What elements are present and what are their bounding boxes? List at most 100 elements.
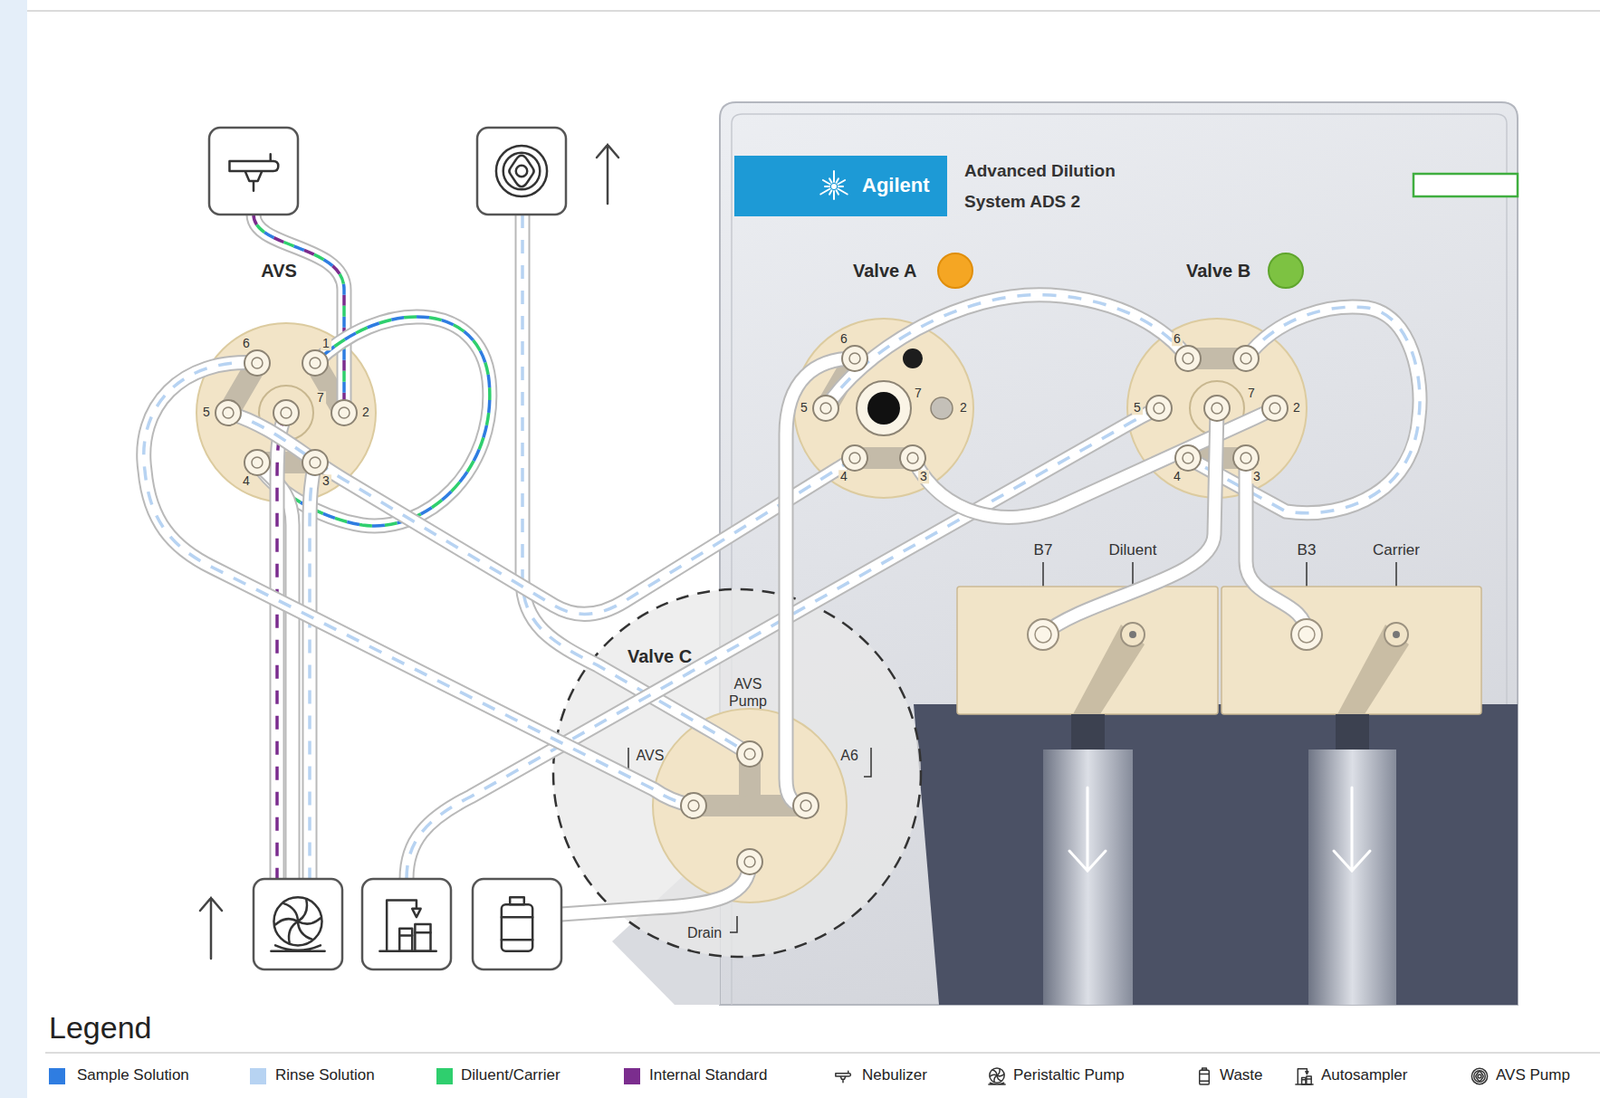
valve: Valve C [553, 589, 921, 958]
legend-swatch [48, 1068, 66, 1085]
valve-port [842, 445, 868, 471]
syringe-port [1027, 619, 1059, 651]
legend-icon [1471, 1068, 1487, 1084]
flow-arrow [596, 144, 619, 204]
pump-tube [309, 462, 316, 880]
node-label: Valve C [627, 645, 692, 668]
device-icon [501, 897, 533, 951]
pump-tube [277, 412, 287, 880]
node-label: B7 [1034, 541, 1054, 560]
valve-bodies [652, 708, 847, 903]
pump-tube [277, 412, 287, 880]
valve-port [302, 450, 328, 476]
syringe-pumps [1333, 787, 1371, 872]
valve-port [902, 348, 923, 369]
port-label: AVS Pump [725, 675, 771, 710]
port-number: 5 [798, 401, 810, 415]
port-number: 6 [240, 336, 252, 351]
node-label: Diluent [1109, 541, 1158, 560]
syringe-block: B7Diluent [957, 586, 1218, 715]
tube-connector [785, 358, 855, 806]
brand-logo: Agilent [734, 155, 948, 217]
device-icon [270, 897, 325, 951]
flow-arrow [200, 144, 619, 959]
node-label: Carrier [1372, 541, 1420, 560]
legend-icon [835, 1071, 852, 1083]
port-number: 2 [360, 405, 372, 420]
legend-text: Nebulizer [862, 1066, 928, 1085]
port-number: 7 [315, 391, 326, 405]
tube-connector [1043, 408, 1217, 635]
syringe-pumps [1069, 787, 1106, 872]
nebulizer-tube [253, 214, 345, 413]
instrument-housing [831, 183, 837, 190]
nebulizer-tube [253, 214, 345, 413]
valve-port [273, 400, 299, 426]
tube-connector [143, 363, 694, 806]
node-label: Valve A [852, 259, 917, 282]
syringe-pumps [1131, 562, 1134, 587]
valve-port [1175, 445, 1201, 471]
legend-icon [1295, 1069, 1313, 1085]
tube-connector [228, 412, 855, 614]
syringe-block: B3Carrier [1221, 586, 1482, 715]
valve-port [1262, 395, 1288, 422]
avs-pump-tube [522, 214, 750, 755]
flow-arrow [200, 898, 222, 959]
pump-tube [277, 412, 287, 880]
valve-port [900, 445, 926, 471]
legend-swatch [623, 1068, 641, 1085]
background-art [27, 9, 1600, 12]
syringe-port [1291, 619, 1323, 651]
instrument-housing [829, 178, 833, 183]
node-label: Advanced Dilution System ADS 2 [964, 155, 1137, 218]
syringe-pumps [1305, 562, 1308, 587]
syringe-port [1298, 626, 1315, 643]
port-number: 7 [912, 386, 924, 401]
device-icon [477, 127, 566, 215]
valve-port [302, 350, 328, 376]
port-number: 7 [1245, 386, 1257, 401]
nebulizer-tube [253, 214, 345, 413]
port-number: 3 [918, 469, 930, 484]
legend-icon [986, 1065, 1008, 1088]
tube-connector [143, 363, 694, 806]
port-number: 3 [1251, 469, 1263, 484]
tube-connector [143, 363, 694, 806]
valve: AVS [196, 323, 376, 503]
instrument-housing [612, 102, 1518, 1006]
syringe-port [1392, 631, 1400, 639]
port-number: 2 [1291, 401, 1303, 415]
valve-port [680, 793, 707, 819]
instrument-housing [734, 155, 948, 217]
avs-pump-tube [522, 214, 750, 755]
syringe-pumps [1043, 562, 1397, 587]
valve: Valve A [794, 318, 974, 499]
device-icon [472, 879, 562, 970]
valve-port [215, 400, 241, 426]
avs-pump-tube [522, 214, 750, 755]
port-number: 4 [1171, 469, 1183, 484]
tube-connector [1043, 408, 1217, 635]
syringe-pumps [1221, 586, 1482, 715]
legend-icon [1199, 1068, 1210, 1085]
valve-port [1233, 445, 1259, 471]
syringe-pumps [1335, 714, 1370, 750]
avs-pump-tube [522, 214, 750, 755]
device-icon [209, 127, 298, 215]
valve-port [1233, 345, 1259, 372]
instrument-housing [1268, 253, 1303, 288]
nebulizer-tube [253, 214, 345, 413]
valve-port [737, 849, 763, 875]
port-number: 2 [958, 401, 969, 415]
legend-text: Diluent/Carrier [460, 1066, 561, 1085]
instrument-housing [820, 189, 830, 195]
port-label: A6 [840, 747, 859, 765]
port-number: 4 [838, 469, 850, 484]
instrument-housing [837, 180, 845, 185]
device-icon [379, 900, 436, 951]
legend-icon [1293, 1065, 1315, 1088]
background-art [0, 0, 28, 1098]
instrument-housing [829, 190, 833, 194]
